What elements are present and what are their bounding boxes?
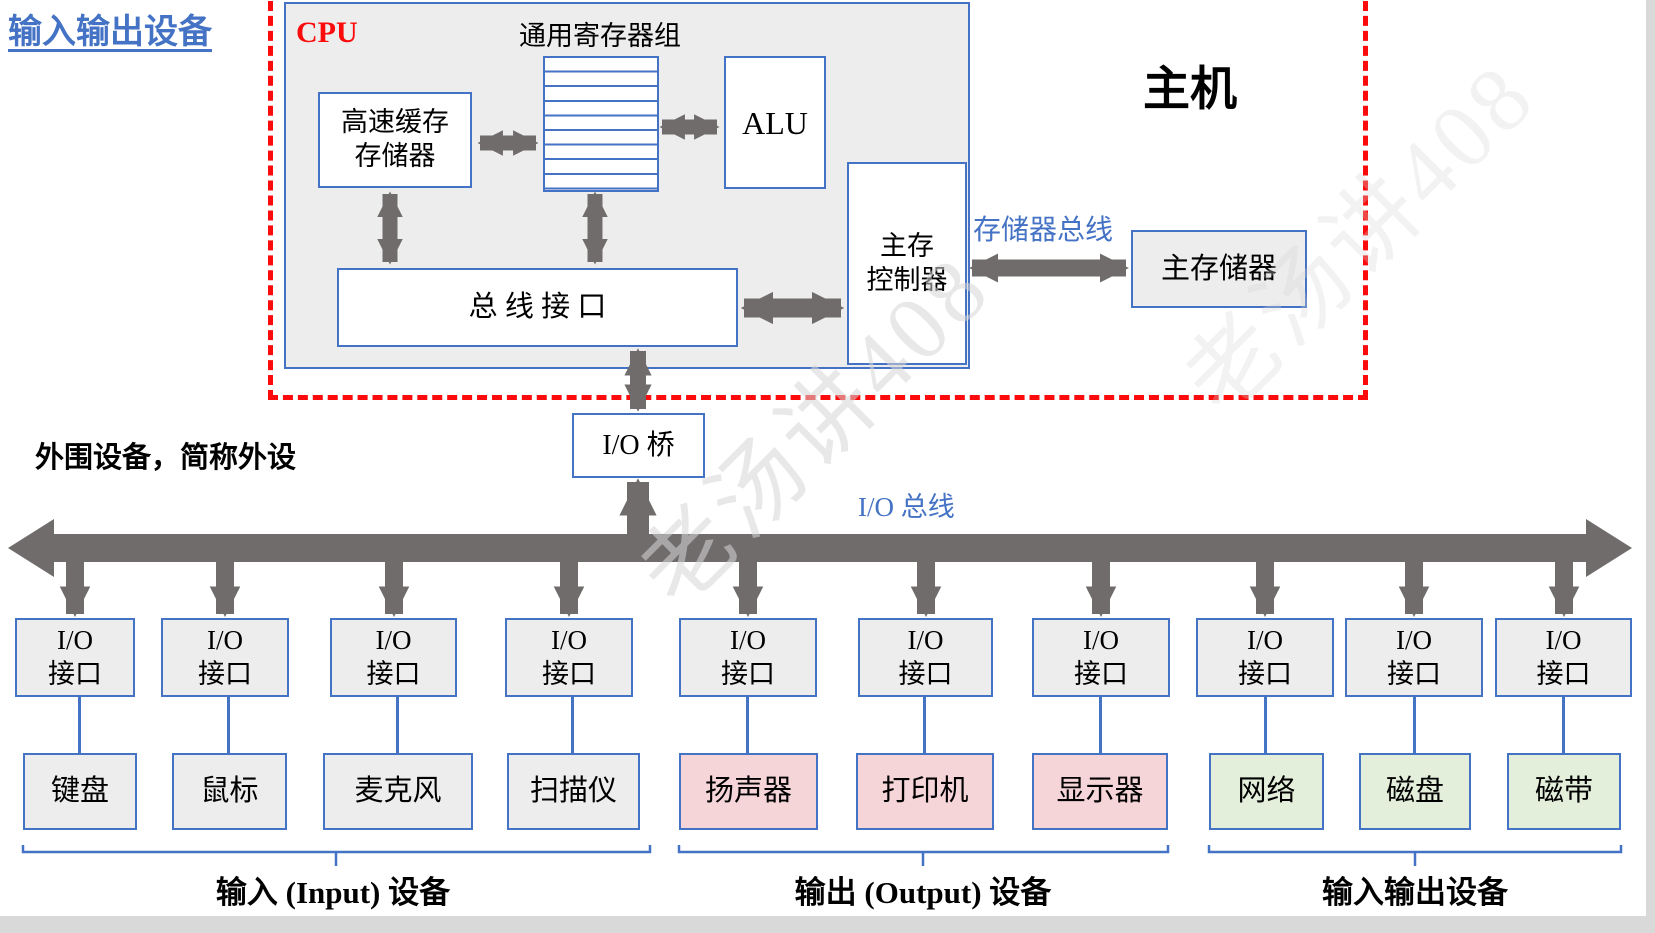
device-box-tape: 磁带 <box>1507 753 1621 830</box>
bus-interface-box: 总 线 接 口 <box>337 268 738 347</box>
input-group-bracket <box>21 845 652 866</box>
alu-label: ALU <box>742 104 808 141</box>
alu-box: ALU <box>724 56 826 189</box>
memory-controller-line2: 控制器 <box>866 264 948 295</box>
io-interface-line2: 接口 <box>1238 658 1292 689</box>
connector-keyboard <box>78 697 81 753</box>
peripherals-note: 外围设备，简称外设 <box>35 442 297 474</box>
connector-network <box>1264 697 1267 753</box>
memory-bus-label: 存储器总线 <box>973 215 1114 246</box>
register-file-stack <box>543 56 659 192</box>
io-group-bracket <box>1207 845 1623 866</box>
host-label: 主机 <box>1143 64 1237 116</box>
device-box-monitor: 显示器 <box>1032 753 1168 830</box>
connector-mouse <box>227 697 230 753</box>
output-group-bracket <box>677 845 1170 866</box>
device-box-printer: 打印机 <box>856 753 994 830</box>
io-interface-line1: I/O <box>1083 624 1119 655</box>
io-interface-line2: 接口 <box>542 658 596 689</box>
device-label: 网络 <box>1237 775 1296 808</box>
bus-interface-label: 总 线 接 口 <box>468 291 607 324</box>
device-label: 鼠标 <box>200 775 259 808</box>
device-label: 磁盘 <box>1385 775 1444 808</box>
cpu-label: CPU <box>296 16 358 49</box>
device-box-mouse: 鼠标 <box>172 753 287 830</box>
io-interface-line2: 接口 <box>721 658 775 689</box>
io-interface-line1: I/O <box>730 624 766 655</box>
io-bus-bar <box>8 519 1632 577</box>
device-box-scanner: 扫描仪 <box>507 753 640 830</box>
io-interface-line1: I/O <box>551 624 587 655</box>
connector-printer <box>923 697 926 753</box>
connector-monitor <box>1099 697 1102 753</box>
memory-controller-line1: 主存 <box>880 230 934 261</box>
connector-speaker <box>746 697 749 753</box>
device-label: 扬声器 <box>704 775 792 808</box>
device-box-speaker: 扬声器 <box>679 753 818 830</box>
window-edge-bottom <box>0 916 1655 933</box>
io-bridge-label: I/O 桥 <box>602 430 675 461</box>
io-interface-line2: 接口 <box>48 658 102 689</box>
register-file-label: 通用寄存器组 <box>519 21 681 51</box>
io-interface-line1: I/O <box>1396 624 1432 655</box>
io-group-label: 输入输出设备 <box>1322 875 1508 910</box>
io-interface-line2: 接口 <box>898 658 953 689</box>
io-interface-line1: I/O <box>1545 624 1582 655</box>
memory-controller-box: 主存 控制器 <box>847 162 967 365</box>
io-interface-line2: 接口 <box>366 658 421 689</box>
device-label: 麦克风 <box>354 775 442 808</box>
device-label: 磁带 <box>1534 775 1593 808</box>
main-memory-box: 主存储器 <box>1131 230 1307 308</box>
cache-label-line2: 存储器 <box>354 141 436 171</box>
device-box-network: 网络 <box>1209 753 1324 830</box>
device-label: 显示器 <box>1056 775 1144 808</box>
io-interface-line2: 接口 <box>1536 658 1591 689</box>
io-interface-line2: 接口 <box>198 658 252 689</box>
io-interface-line2: 接口 <box>1387 658 1441 689</box>
cache-label-line1: 高速缓存 <box>341 107 449 138</box>
io-interface-line1: I/O <box>375 624 412 655</box>
connector-tape <box>1562 697 1565 753</box>
connector-disk <box>1413 697 1416 753</box>
device-box-keyboard: 键盘 <box>23 753 137 830</box>
io-interface-line1: I/O <box>907 624 944 655</box>
io-interface-line2: 接口 <box>1074 658 1128 689</box>
device-label: 键盘 <box>50 775 109 808</box>
connector-scanner <box>571 697 574 753</box>
device-label: 扫描仪 <box>529 775 617 808</box>
output-group-label: 输出 (Output) 设备 <box>794 875 1052 910</box>
main-memory-label: 主存储器 <box>1160 252 1277 285</box>
io-bus-label: I/O 总线 <box>858 492 955 522</box>
io-interface-line1: I/O <box>1247 624 1283 655</box>
cache-box: 高速缓存 存储器 <box>318 92 472 188</box>
io-bridge-box: I/O 桥 <box>572 413 705 478</box>
window-edge-right <box>1646 0 1655 916</box>
host-dashed-outline <box>268 0 1368 400</box>
connector-microphone <box>396 697 399 753</box>
page-title-link[interactable]: 输入输出设备 <box>8 14 212 51</box>
device-box-disk: 磁盘 <box>1359 753 1471 830</box>
io-interface-line1: I/O <box>207 624 243 655</box>
input-group-label: 输入 (Input) 设备 <box>215 875 451 910</box>
device-label: 打印机 <box>881 775 969 808</box>
io-interface-line1: I/O <box>57 624 93 655</box>
device-box-microphone: 麦克风 <box>323 753 473 830</box>
